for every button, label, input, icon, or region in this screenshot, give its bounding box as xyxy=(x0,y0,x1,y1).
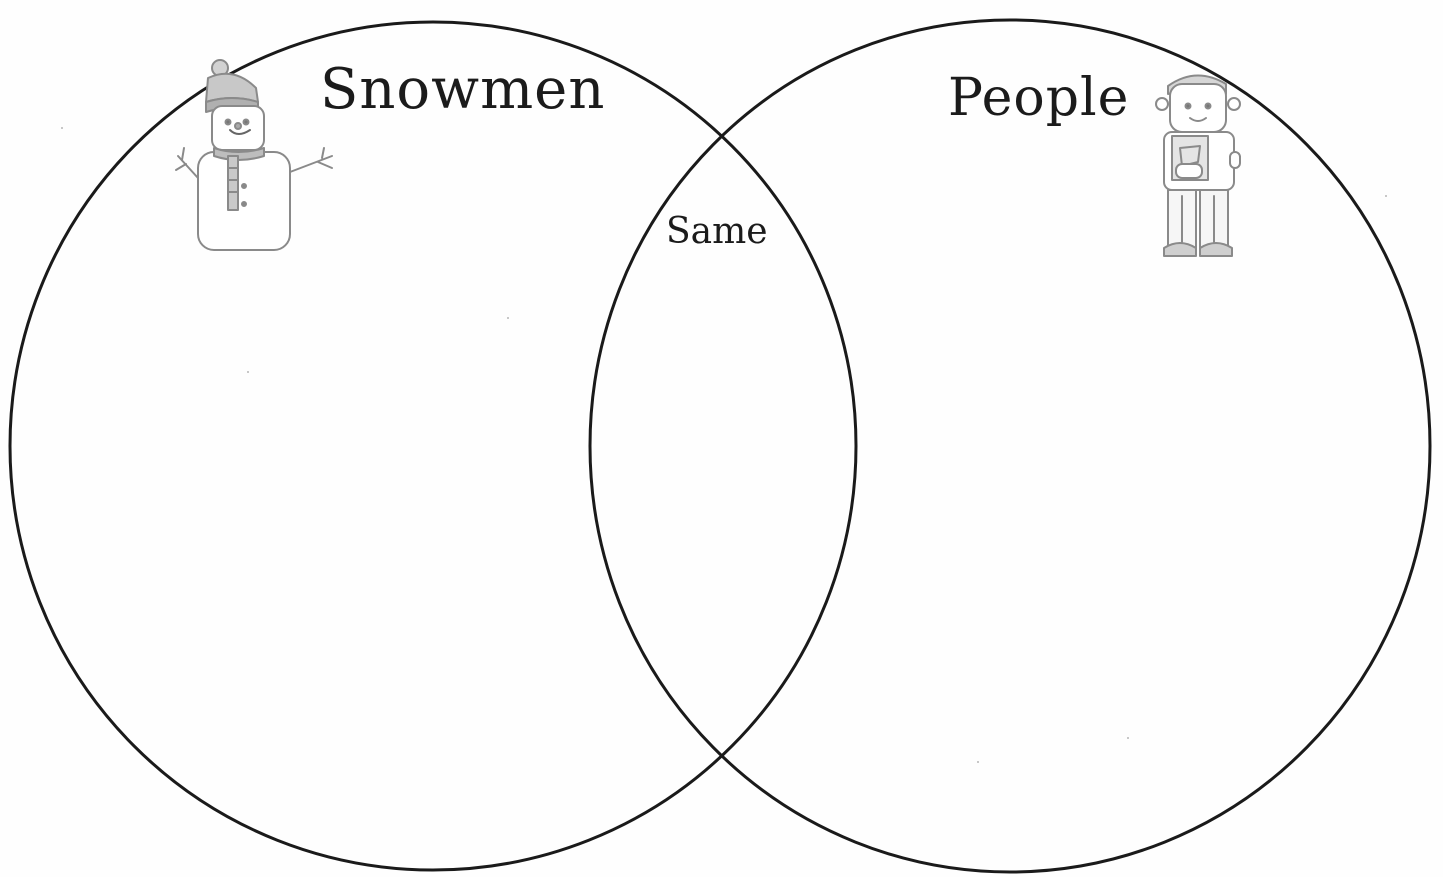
right-circle xyxy=(590,20,1430,872)
right-circle-label: People xyxy=(948,72,1129,124)
snowman-icon xyxy=(172,58,342,262)
left-circle-label: Snowmen xyxy=(320,62,605,118)
left-circle xyxy=(10,22,856,870)
child-holding-book-icon xyxy=(1146,66,1256,270)
overlap-label: Same xyxy=(666,214,768,250)
